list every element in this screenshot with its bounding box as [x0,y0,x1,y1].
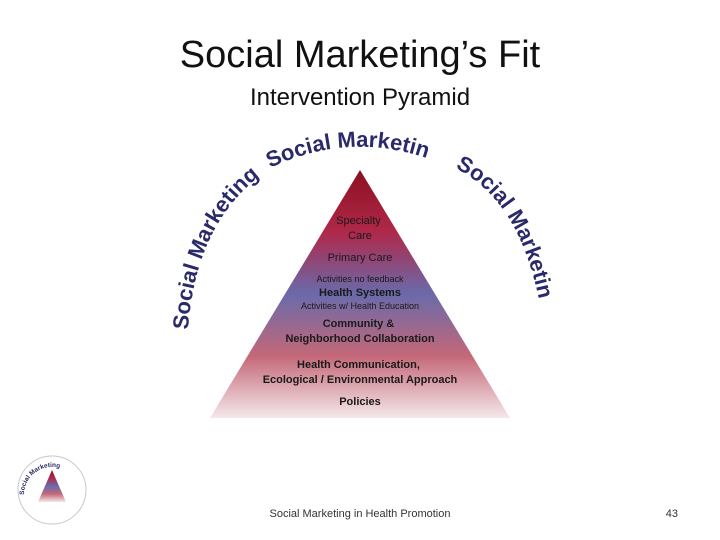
arc-text-top: Social Marketing [0,0,433,172]
level-activities-no-feedback: Activities no feedback [316,274,404,284]
pyramid-shape [210,170,510,418]
slide-title: Social Marketing’s Fit [179,34,541,76]
level-primary-care: Primary Care [328,252,393,264]
logo: Social Marketing [17,455,87,525]
level-policies: Policies [339,396,381,408]
level-health-systems: Health Systems [319,287,401,299]
logo-pyramid-icon [38,470,66,502]
slide-subtitle: Intervention Pyramid [249,84,471,111]
level-health-communication: Health Communication, Ecological / Envir… [263,359,458,386]
page-number: 43 [665,508,678,520]
level-specialty-care: Specialty Care [336,215,384,242]
level-community-collaboration: Community & Neighborhood Collaboration [285,318,434,345]
slide-footer: Social Marketing in Health Promotion [269,508,451,520]
level-activities-health-education: Activities w/ Health Education [301,301,419,311]
arc-text-left: Social Marketing [168,161,263,331]
